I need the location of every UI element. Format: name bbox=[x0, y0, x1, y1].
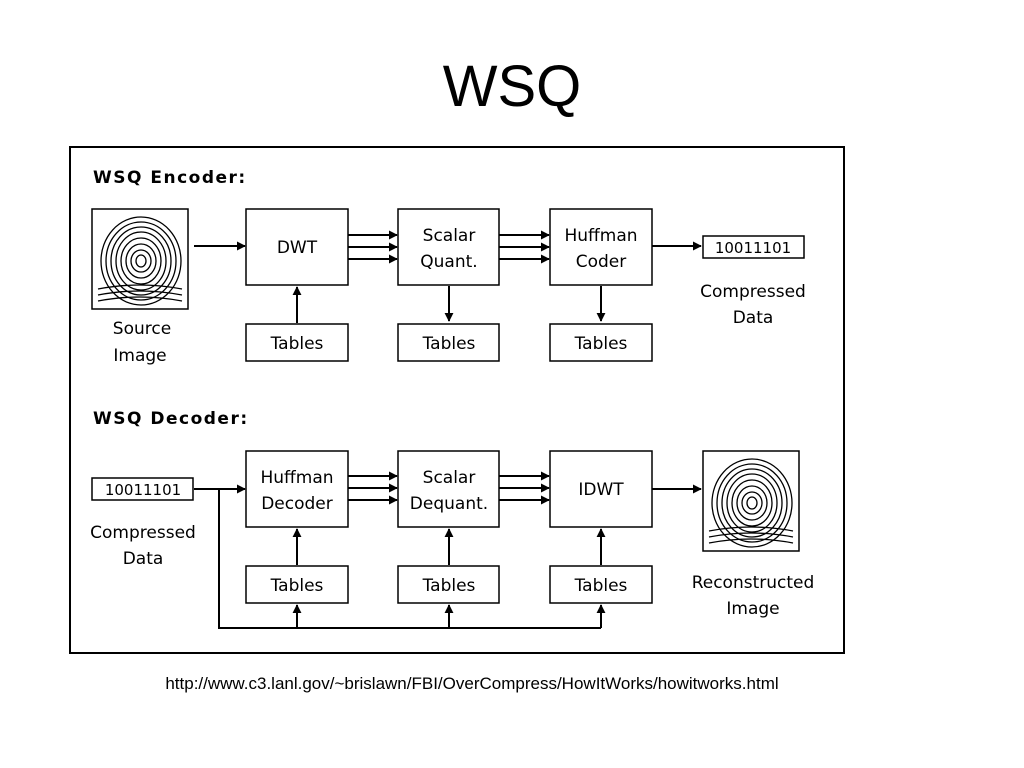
huffman-coder-label-line1: Huffman bbox=[564, 226, 637, 246]
dequant-tables-box bbox=[397, 565, 500, 604]
huffman-coder-label-line2: Coder bbox=[576, 252, 627, 272]
encoder-output-label-line1: Compressed bbox=[700, 282, 806, 302]
scalar-dequant-block bbox=[397, 450, 500, 528]
dwt-tables-box bbox=[245, 323, 349, 362]
decoder-tables-label: Tables bbox=[270, 576, 324, 596]
reconstructed-image-fingerprint-icon bbox=[702, 450, 800, 552]
dwt-tables-label: Tables bbox=[270, 334, 324, 354]
arrows-dequant-to-idwt bbox=[499, 471, 550, 505]
reconstructed-image-label-line2: Image bbox=[726, 599, 779, 619]
decoder-input-label-line1: Compressed bbox=[90, 523, 196, 543]
scalar-quant-label-line2: Quant. bbox=[420, 252, 477, 272]
encoder-output-label-line2: Data bbox=[733, 308, 774, 328]
source-image-fingerprint-icon bbox=[91, 208, 189, 310]
encoder-output-bits-box bbox=[702, 235, 805, 259]
coder-tables-label: Tables bbox=[574, 334, 628, 354]
decoder-heading: WSQ Decoder: bbox=[93, 409, 249, 429]
source-image-label-line2: Image bbox=[113, 346, 166, 366]
coder-tables-box bbox=[549, 323, 653, 362]
quant-tables-box bbox=[397, 323, 500, 362]
scalar-quant-label-line1: Scalar bbox=[423, 226, 476, 246]
dequant-tables-label: Tables bbox=[422, 576, 476, 596]
decoder-tables-box bbox=[245, 565, 349, 604]
decoder-input-bits: 10011101 bbox=[105, 481, 181, 499]
quant-tables-label: Tables bbox=[422, 334, 476, 354]
idwt-tables-box bbox=[549, 565, 653, 604]
huffman-decoder-block bbox=[245, 450, 349, 528]
table-feed-line bbox=[218, 489, 601, 629]
dwt-block bbox=[245, 208, 349, 286]
idwt-tables-label: Tables bbox=[574, 576, 628, 596]
encoder-heading: WSQ Encoder: bbox=[93, 168, 247, 188]
idwt-block-label: IDWT bbox=[578, 480, 624, 500]
slide-title: WSQ bbox=[442, 54, 582, 119]
decoder-input-bits-box bbox=[91, 477, 194, 501]
dwt-block-label: DWT bbox=[277, 238, 318, 258]
scalar-dequant-label-line2: Dequant. bbox=[410, 494, 488, 514]
source-image-label-line1: Source bbox=[113, 319, 171, 339]
scalar-dequant-label-line1: Scalar bbox=[423, 468, 476, 488]
reconstructed-image-label-line1: Reconstructed bbox=[692, 573, 815, 593]
huffman-decoder-label-line1: Huffman bbox=[260, 468, 333, 488]
huffman-decoder-label-line2: Decoder bbox=[261, 494, 333, 514]
huffman-coder-block bbox=[549, 208, 653, 286]
decoder-input-label-line2: Data bbox=[123, 549, 164, 569]
encoder-output-bits: 10011101 bbox=[715, 239, 791, 257]
arrows-dwt-to-quant bbox=[348, 230, 398, 264]
arrows-decoder-to-dequant bbox=[348, 471, 398, 505]
scalar-quant-block bbox=[397, 208, 500, 286]
source-url: http://www.c3.lanl.gov/~brislawn/FBI/Ove… bbox=[165, 674, 779, 693]
arrows-quant-to-coder bbox=[499, 230, 550, 264]
